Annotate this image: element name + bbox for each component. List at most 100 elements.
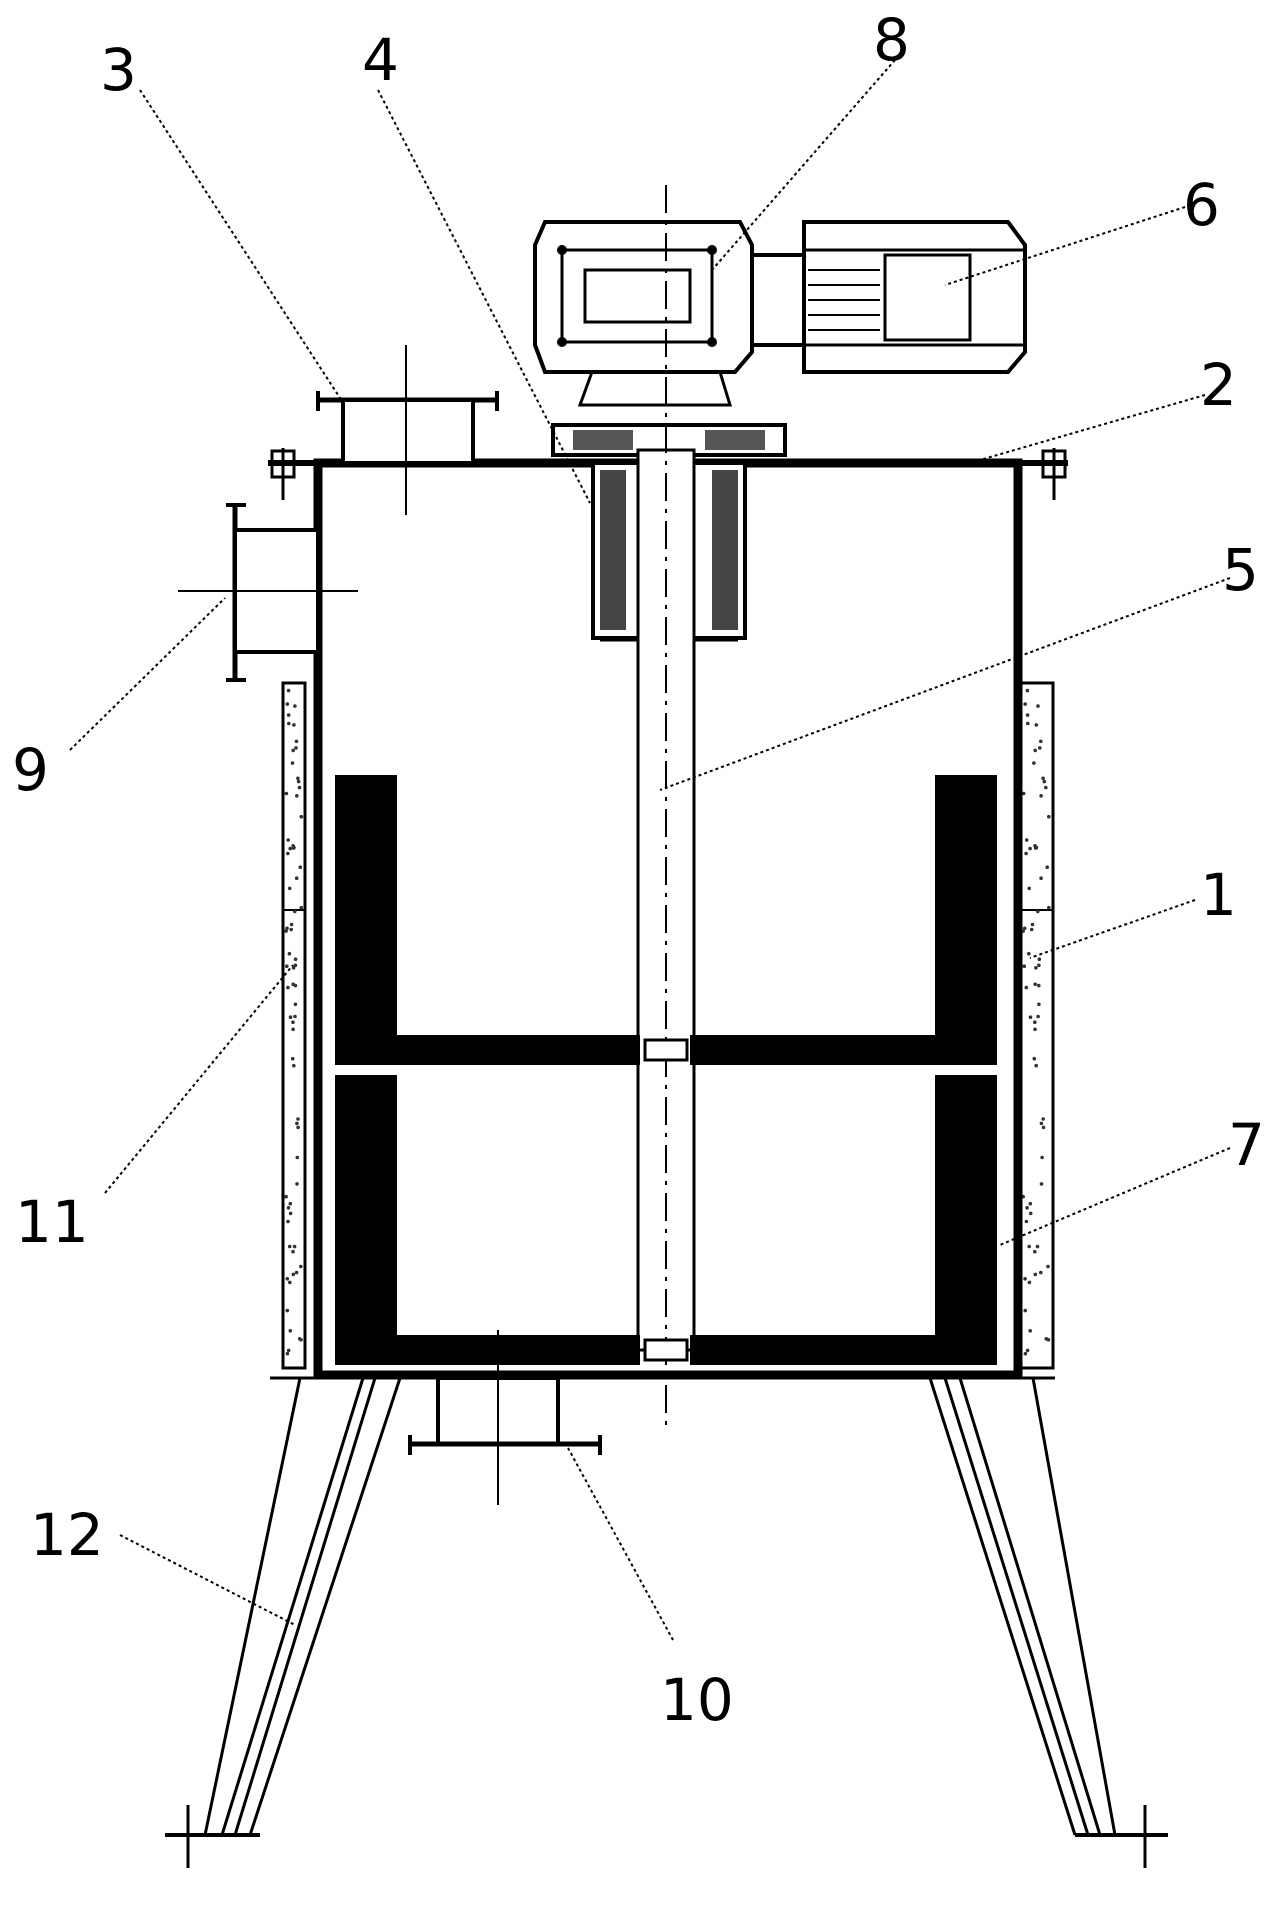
insulation-speck [1036, 909, 1040, 914]
insulation-speck [1027, 1244, 1031, 1249]
insulation-speck [284, 1194, 288, 1199]
insulation-speck [1025, 713, 1030, 717]
insulation-speck [1044, 785, 1048, 790]
insulation-speck [1041, 1125, 1046, 1130]
insulation-speck [292, 1244, 297, 1249]
insulation-speck [291, 1027, 295, 1032]
insulation-speck [296, 779, 301, 784]
insulation-speck [1033, 1249, 1037, 1254]
insulation-speck [294, 1270, 299, 1275]
insulation-speck [291, 1249, 295, 1254]
insulation-speck [290, 761, 295, 765]
insulation-speck [1039, 1121, 1044, 1126]
insulation-speck [294, 876, 299, 880]
insulation-speck [1024, 838, 1029, 842]
insulation-speck [1044, 1337, 1048, 1341]
support-leg-right [928, 1377, 1168, 1868]
insulation-speck [1023, 1277, 1027, 1281]
insulation-speck [1033, 748, 1037, 753]
label-2: 2 [1200, 351, 1237, 419]
insulation-speck [1032, 761, 1036, 765]
insulation-speck [288, 846, 293, 851]
insulation-speck [1037, 963, 1041, 968]
insulation-speck [284, 929, 288, 933]
insulation-speck [1033, 1272, 1038, 1277]
insulation-speck [285, 702, 290, 706]
insulation-speck [1041, 1117, 1045, 1121]
insulation-speck [284, 791, 289, 796]
insulation-speck [1027, 951, 1031, 956]
insulation-speck [292, 1063, 296, 1068]
insulation-speck [1027, 1280, 1032, 1285]
insulation-speck [1045, 865, 1049, 869]
insulation-speck [1047, 814, 1051, 819]
insulation-speck [1022, 926, 1027, 931]
insulation-speck [291, 1020, 295, 1024]
insulation-speck [288, 1015, 293, 1019]
insulation-speck [293, 963, 298, 968]
insulation-speck [289, 927, 294, 932]
insulation-speck [1024, 1219, 1029, 1224]
insulation-speck [299, 905, 304, 910]
label-8: 8 [873, 6, 910, 74]
insulation-speck [298, 865, 303, 869]
insulation-speck [1028, 1211, 1033, 1216]
reducer [533, 220, 806, 407]
insulation-speck [1039, 1270, 1043, 1275]
insulation-speck [286, 1206, 291, 1210]
insulation-speck [288, 1201, 293, 1206]
insulation-speck [1042, 779, 1047, 784]
insulation-speck [287, 951, 292, 956]
insulation-speck [299, 1264, 303, 1269]
insulation-speck [1036, 1014, 1040, 1019]
insulation-speck [1040, 1155, 1044, 1160]
insulation-speck [1039, 876, 1043, 880]
label-12: 12 [30, 1501, 104, 1569]
insulation-speck [1028, 1329, 1032, 1333]
label-3: 3 [100, 36, 137, 104]
insulation-speck [1025, 1206, 1029, 1210]
insulation-speck [1034, 966, 1038, 970]
insulation-speck [1024, 985, 1029, 990]
insulation-speck [1037, 957, 1042, 961]
insulation-speck [1034, 1063, 1038, 1068]
insulation-speck [291, 748, 296, 753]
insulation-speck [287, 721, 291, 726]
insulation-speck [1029, 927, 1034, 932]
insulation-speck [1039, 1182, 1044, 1186]
label-10: 10 [660, 1666, 734, 1734]
insulation-speck [294, 739, 299, 744]
insulation-speck [1024, 851, 1028, 856]
insulation-speck [1026, 721, 1030, 726]
insulation-speck [296, 1125, 300, 1130]
feed-inlet-nozzle [316, 345, 499, 515]
insulation-speck [292, 723, 296, 727]
insulation-speck [295, 1121, 299, 1126]
insulation-speck [286, 1348, 291, 1353]
label-6: 6 [1183, 171, 1220, 239]
stirring-paddle [335, 775, 997, 1365]
insulation-speck [293, 1014, 297, 1019]
insulation-speck [1025, 688, 1030, 693]
insulation-speck [1023, 1351, 1028, 1356]
insulation-speck [293, 957, 298, 961]
insulation-speck [1037, 1002, 1041, 1007]
insulation-speck [1027, 886, 1031, 891]
insulation-speck [286, 838, 291, 842]
insulation-speck [1035, 1244, 1040, 1249]
insulation-speck [291, 966, 296, 970]
insulation-speck [288, 1211, 293, 1216]
insulation-speck [1047, 905, 1051, 910]
label-9: 9 [12, 736, 49, 804]
insulation-speck [289, 922, 294, 927]
insulation-speck [1038, 746, 1042, 750]
insulation-speck [291, 846, 296, 850]
label-1: 1 [1200, 861, 1237, 929]
insulation-speck [288, 1280, 292, 1285]
insulation-speck [1041, 776, 1045, 781]
insulation-speck [1023, 702, 1027, 706]
insulation-speck [1028, 846, 1032, 851]
insulation-speck [287, 1244, 292, 1249]
